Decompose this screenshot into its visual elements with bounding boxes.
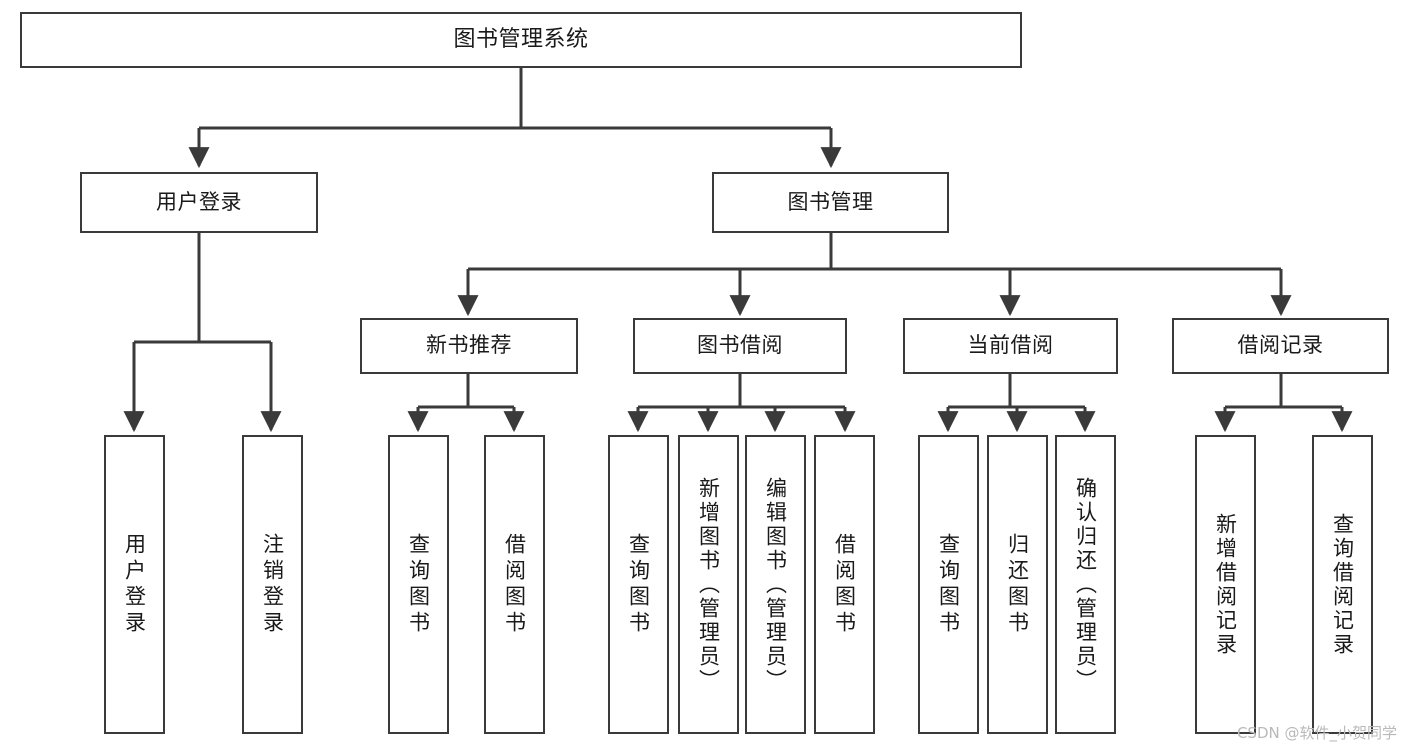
leaf-borrow-book-2[interactable]: 借阅图书 — [814, 435, 875, 734]
node-book-management[interactable]: 图书管理 — [712, 172, 949, 233]
leaf-query-book-1[interactable]: 查询图书 — [388, 435, 449, 734]
node-user-login[interactable]: 用户登录 — [80, 172, 318, 233]
leaf-query-book-3[interactable]: 查询图书 — [918, 435, 979, 734]
node-current-borrow[interactable]: 当前借阅 — [903, 318, 1118, 374]
leaf-user-login[interactable]: 用户登录 — [104, 435, 165, 734]
leaf-edit-book[interactable]: 编辑图书（管理员） — [745, 435, 806, 734]
watermark-text: CSDN @软件_小贺同学 — [1236, 724, 1397, 742]
node-new-book-recommend[interactable]: 新书推荐 — [360, 318, 578, 374]
leaf-add-record[interactable]: 新增借阅记录 — [1195, 435, 1256, 734]
leaf-logout[interactable]: 注销登录 — [242, 435, 303, 734]
node-book-borrow[interactable]: 图书借阅 — [633, 318, 847, 374]
node-borrow-record[interactable]: 借阅记录 — [1172, 318, 1389, 374]
leaf-query-record[interactable]: 查询借阅记录 — [1312, 435, 1373, 734]
leaf-return-book[interactable]: 归还图书 — [987, 435, 1048, 734]
node-root[interactable]: 图书管理系统 — [20, 12, 1022, 68]
leaf-query-book-2[interactable]: 查询图书 — [608, 435, 669, 734]
leaf-add-book[interactable]: 新增图书（管理员） — [678, 435, 739, 734]
leaf-confirm-return[interactable]: 确认归还（管理员） — [1055, 435, 1116, 734]
leaf-borrow-book-1[interactable]: 借阅图书 — [484, 435, 545, 734]
